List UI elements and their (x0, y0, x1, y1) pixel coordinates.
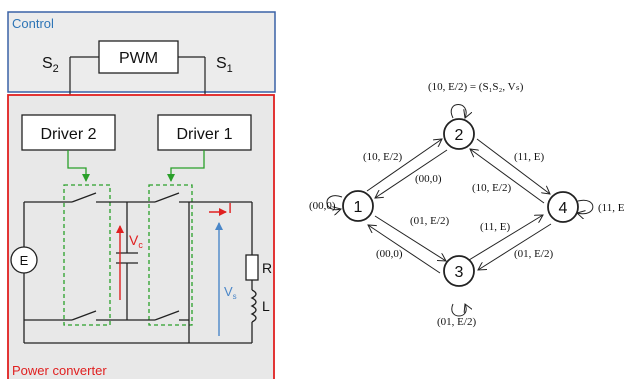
state-node-2: 2 (443, 118, 475, 150)
node-3-label: 3 (455, 264, 464, 281)
label-2-to-4: (11, E) (514, 151, 544, 163)
label-3-self: (01, E/2) (437, 316, 476, 328)
label-4-to-2: (10, E/2) (472, 182, 511, 194)
state-node-4: 4 (547, 191, 579, 223)
driver1-label: Driver 1 (176, 126, 232, 143)
state-node-3: 3 (443, 255, 475, 287)
edge-4-to-3 (478, 223, 552, 270)
s2-label: S2 (42, 55, 59, 75)
driver1-block (157, 114, 252, 151)
label-4-to-3: (01, E/2) (514, 248, 553, 260)
vs-label: Vs (224, 284, 237, 301)
edge-2-to-1 (375, 149, 448, 198)
driver2-gate-arrow (67, 150, 90, 182)
state-graph: 1 2 3 4 (10, E/2) = (S₁S₂, Vₛ) (10, E/2)… (309, 81, 625, 328)
driver2-label: Driver 2 (40, 126, 96, 143)
resistor-label: R (262, 260, 272, 276)
edge-1-to-2 (366, 139, 442, 192)
label-1-to-2: (10, E/2) (363, 151, 402, 163)
self-loop-3 (451, 304, 466, 317)
edge-3-to-1 (368, 225, 441, 274)
label-3-to-1: (00,0) (376, 248, 403, 260)
s1-label: S1 (216, 55, 233, 75)
control-title: Control (12, 16, 54, 31)
driver1-gate-arrow (167, 150, 205, 182)
edge-1-to-3 (374, 215, 446, 261)
node-2-label: 2 (455, 127, 464, 144)
self-loop-4 (577, 199, 594, 213)
node-1-label: 1 (354, 199, 363, 216)
edge-2-to-4 (476, 138, 550, 194)
switch-leg-1 (148, 184, 193, 326)
state-node-1: 1 (342, 190, 374, 222)
voltage-source (10, 246, 38, 274)
power-converter-title: Power converter (12, 363, 107, 378)
control-panel: Control PWM S2 S1 (7, 11, 276, 113)
edge-3-to-4 (468, 215, 543, 261)
switch-leg-2 (63, 184, 111, 326)
label-top-self: (10, E/2) = (S₁S₂, Vₛ) (428, 81, 524, 93)
label-2-to-1: (00,0) (415, 173, 442, 185)
node-4-label: 4 (559, 200, 568, 217)
label-3-to-4: (11, E) (480, 221, 510, 233)
edge-4-to-2 (470, 149, 545, 204)
label-1-self: (00,0) (309, 200, 336, 212)
label-4-self: (11, E (598, 202, 625, 214)
driver2-block (21, 114, 116, 151)
source-label: E (20, 253, 29, 268)
pwm-label: PWM (119, 50, 158, 67)
power-converter-panel: Power converter Driver 2 Driver 1 (7, 94, 275, 379)
vc-label: Vc (129, 232, 143, 250)
circuit-wiring (23, 192, 259, 344)
label-1-to-3: (01, E/2) (410, 215, 449, 227)
self-loop-2 (450, 104, 466, 119)
current-label: I (228, 200, 232, 217)
self-loop-1 (326, 195, 343, 210)
inductor-label: L (262, 298, 270, 314)
pwm-block (98, 40, 179, 74)
